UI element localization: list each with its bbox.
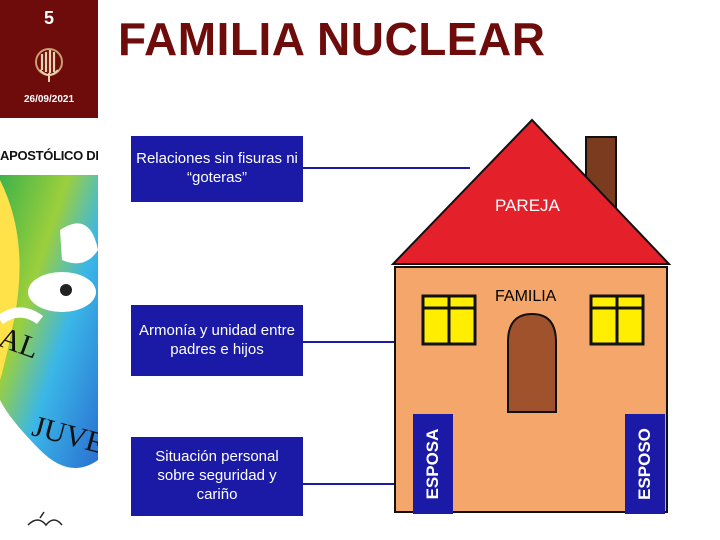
window-right [589, 294, 645, 346]
house-door [507, 312, 557, 413]
roof-label: PAREJA [495, 196, 560, 215]
page-title: FAMILIA NUCLEAR [118, 13, 546, 65]
info-box-text: Relaciones sin fisuras ni “goteras” [136, 150, 298, 186]
pillar-esposo: ESPOSO [625, 414, 665, 514]
slide-number: 5 [43, 8, 54, 28]
sidebar: 5 26/09/2021 APOSTÓLICO DE [0, 0, 98, 540]
pillar-label: ESPOSA [423, 428, 442, 500]
pillar-esposa: ESPOSA [413, 414, 453, 514]
window-left [421, 294, 477, 346]
info-box-text: Situación personal sobre seguridad y car… [155, 448, 279, 503]
chimney [585, 136, 617, 216]
info-box-security: Situación personal sobre seguridad y car… [131, 437, 303, 516]
info-box-relations: Relaciones sin fisuras ni “goteras” [131, 136, 303, 202]
pillar-label: ESPOSO [635, 428, 654, 500]
house-roof [390, 118, 672, 265]
sidebar-header: 5 26/09/2021 [0, 0, 98, 118]
wall-label: FAMILIA [495, 288, 557, 305]
youth-logo-art: AL JUVE [0, 175, 98, 527]
sidebar-artwork: APOSTÓLICO DE AL JUVE [0, 120, 98, 540]
info-box-harmony: Armonía y unidad entre padres e hijos [131, 305, 303, 376]
emblem-icon [35, 48, 63, 82]
info-box-text: Armonía y unidad entre padres e hijos [139, 321, 295, 358]
sidebar-heading: APOSTÓLICO DE [0, 148, 98, 163]
slide-date: 26/09/2021 [23, 94, 75, 105]
